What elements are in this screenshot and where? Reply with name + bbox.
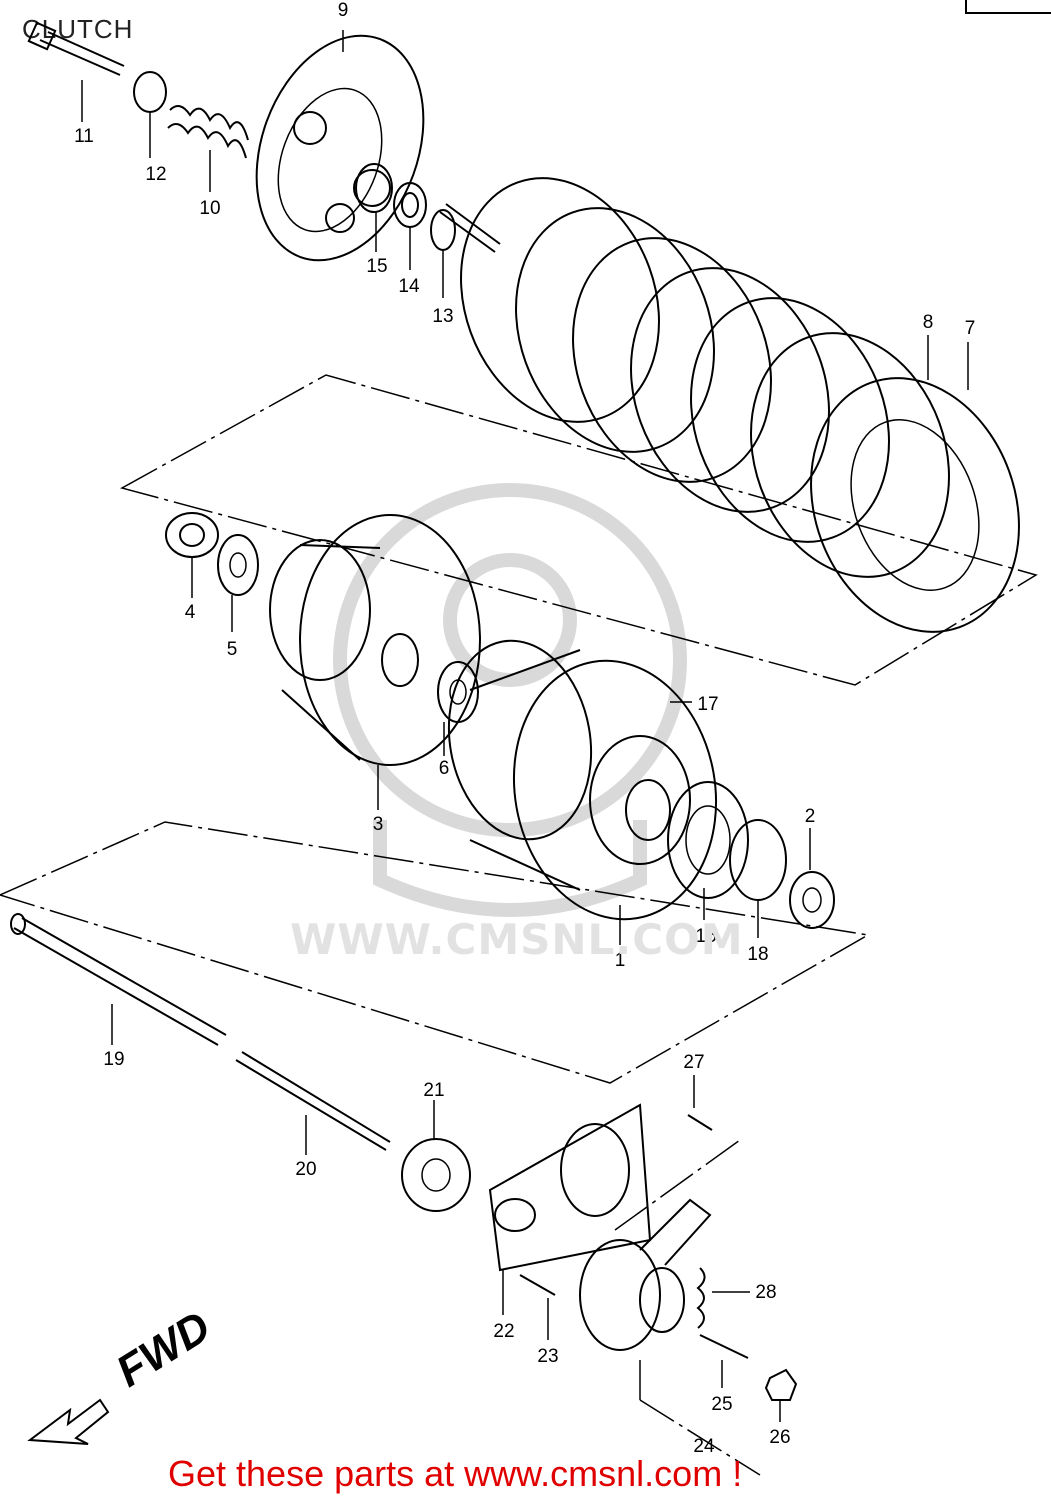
release-lever-assembly xyxy=(579,1198,798,1401)
frame-corner xyxy=(965,0,1051,14)
release-parts xyxy=(355,163,501,253)
part-number-17: 17 xyxy=(697,694,718,715)
part-number-2: 2 xyxy=(805,806,816,827)
part-number-21: 21 xyxy=(423,1080,444,1101)
forward-arrow xyxy=(27,1398,110,1445)
part-number-19: 19 xyxy=(103,1049,124,1070)
diagram-title: CLUTCH xyxy=(22,14,134,44)
assembly-outlines xyxy=(0,374,1038,1476)
watermark-logo xyxy=(333,483,687,917)
watermark-text: WWW.CMSNL.COM xyxy=(290,915,744,964)
part-number-labels: 1 2 3 4 5 6 7 8 9 10 11 12 13 14 15 16 1… xyxy=(74,0,975,1457)
release-cover-gasket xyxy=(488,1103,713,1296)
part-number-11: 11 xyxy=(74,126,94,147)
part-number-25: 25 xyxy=(711,1394,732,1415)
housing-bearing-set xyxy=(667,781,835,929)
part-number-18: 18 xyxy=(747,944,768,965)
part-number-13: 13 xyxy=(432,306,453,327)
part-number-9: 9 xyxy=(338,0,349,21)
clutch-plate-stack xyxy=(460,177,1020,633)
clutch-sleeve-hub xyxy=(269,514,481,766)
part-number-12: 12 xyxy=(145,164,166,185)
part-number-15: 15 xyxy=(366,256,387,277)
leader-lines xyxy=(81,30,969,1422)
part-number-27: 27 xyxy=(683,1052,704,1073)
part-number-5: 5 xyxy=(227,639,238,660)
part-number-23: 23 xyxy=(537,1346,558,1367)
promo-link-text[interactable]: Get these parts at www.cmsnl.com ! xyxy=(168,1453,743,1494)
part-number-8: 8 xyxy=(923,312,934,333)
part-number-22: 22 xyxy=(493,1321,514,1342)
part-number-4: 4 xyxy=(185,602,196,623)
part-number-28: 28 xyxy=(755,1282,776,1303)
hub-nut-washer xyxy=(165,512,259,596)
push-rods xyxy=(10,913,391,1151)
pressure-plate xyxy=(255,34,425,262)
part-number-24: 24 xyxy=(693,1436,715,1457)
release-bearing xyxy=(401,1138,471,1212)
primary-driven-gear xyxy=(447,639,718,921)
part-number-7: 7 xyxy=(965,318,976,339)
bolt-spring-set xyxy=(27,21,249,159)
part-number-10: 10 xyxy=(199,198,220,219)
part-number-6: 6 xyxy=(439,758,450,779)
part-number-20: 20 xyxy=(295,1159,316,1180)
part-number-14: 14 xyxy=(398,276,420,297)
part-number-3: 3 xyxy=(373,814,384,835)
part-number-26: 26 xyxy=(769,1427,790,1448)
part-number-1: 1 xyxy=(615,950,626,971)
part-number-16: 16 xyxy=(695,926,716,947)
